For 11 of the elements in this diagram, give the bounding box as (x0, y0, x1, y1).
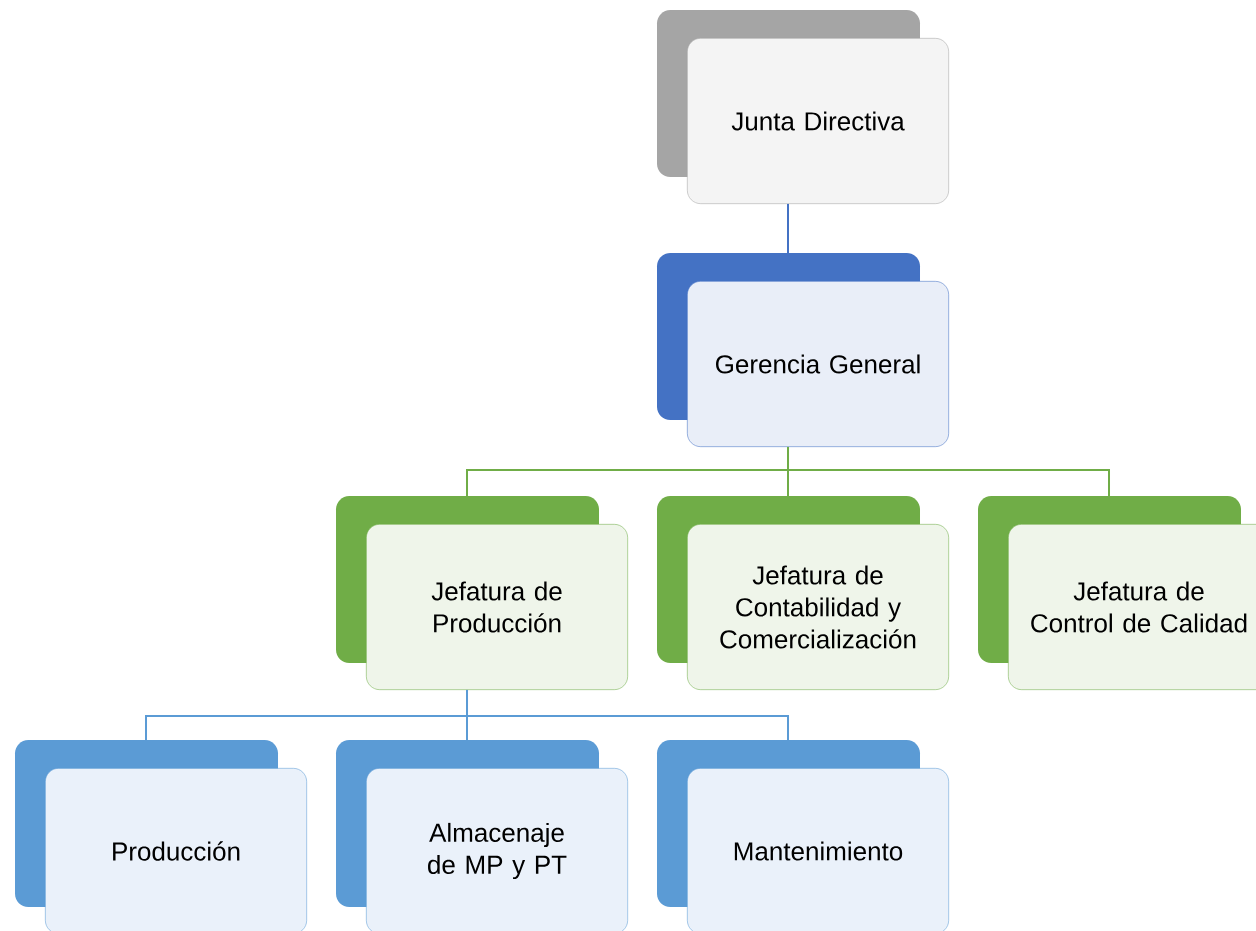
connector-line (787, 445, 1110, 498)
org-box: Gerencia General (657, 253, 949, 447)
org-box: Almacenaje de MP y PT (336, 740, 628, 931)
org-box: Jefatura de Contabilidad y Comercialización (657, 496, 949, 690)
connector-line (466, 688, 789, 742)
org-box: Mantenimiento (657, 740, 949, 931)
org-box: Jefatura de Producción (336, 496, 628, 690)
org-box: Producción (15, 740, 307, 931)
connector-line (787, 202, 789, 255)
org-box: Junta Directiva (657, 10, 949, 204)
org-box: Jefatura de Control de Calidad (978, 496, 1256, 690)
